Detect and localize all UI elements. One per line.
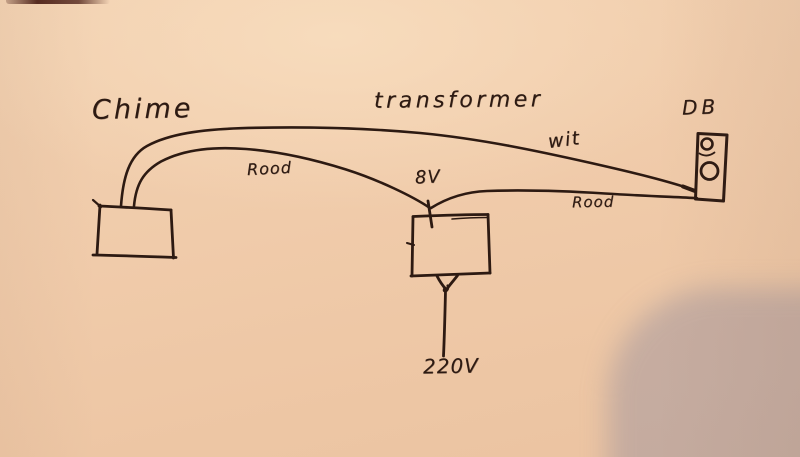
doorbell-box bbox=[694, 132, 729, 203]
red-wire-right-path bbox=[429, 189, 699, 210]
white-wire-end-wedge bbox=[681, 184, 697, 193]
doorbell-label: DB bbox=[681, 94, 720, 120]
transformer-box bbox=[406, 213, 492, 278]
mains-lead-path bbox=[435, 274, 459, 358]
secondary-voltage-label: 8V bbox=[414, 166, 442, 189]
doorbell-button-circle bbox=[699, 161, 720, 181]
doorbell-small-circle bbox=[700, 137, 714, 151]
red-wire-right-label: Rood bbox=[571, 192, 615, 212]
red-wire-left-path bbox=[132, 146, 432, 210]
white-wire-label: wit bbox=[546, 127, 582, 153]
transformer-box-side-tick bbox=[406, 242, 415, 246]
chime-box-corner-tick bbox=[91, 198, 103, 209]
transformer-box-double-stroke bbox=[451, 216, 488, 220]
junction-tick bbox=[426, 199, 434, 229]
chime-label: Chime bbox=[91, 93, 194, 126]
red-wire-left-label: Rood bbox=[246, 157, 293, 180]
chime-box bbox=[91, 198, 178, 260]
transformer-label: transformer bbox=[373, 87, 544, 114]
primary-voltage-label: 220V bbox=[422, 353, 480, 379]
table-edge bbox=[6, 0, 110, 4]
doorbell-slot-curve bbox=[698, 151, 716, 157]
white-wire-path bbox=[119, 126, 696, 208]
